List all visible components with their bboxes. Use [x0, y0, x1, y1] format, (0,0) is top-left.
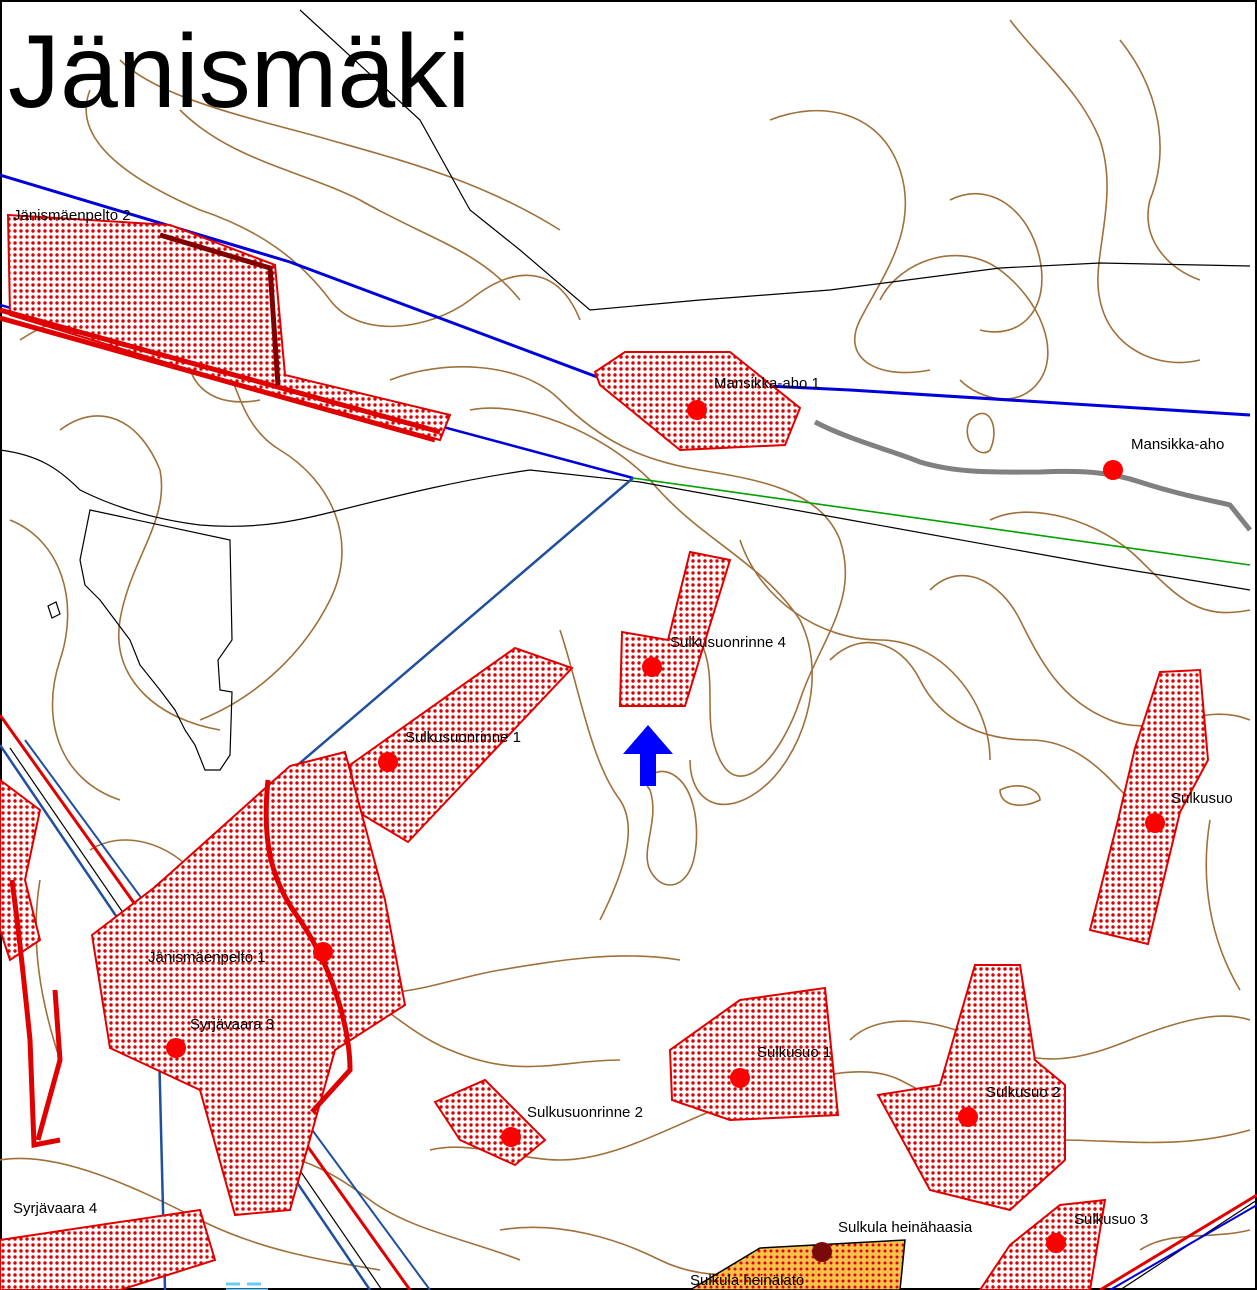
- haystack-point: [812, 1242, 832, 1262]
- site-label[interactable]: Sulkusuonrinne 2: [527, 1104, 643, 1121]
- site-label[interactable]: Jänismäenpelto 1: [148, 949, 266, 966]
- area-title: Jänismäki: [8, 14, 470, 130]
- site-label[interactable]: Sulkula heinälato: [690, 1272, 804, 1289]
- site-label[interactable]: Sulkusuonrinne 1: [405, 729, 521, 746]
- site-label[interactable]: Syrjävaara 3: [190, 1016, 274, 1033]
- north-arrow-icon: [623, 725, 673, 786]
- site-label[interactable]: Sulkusuo 2: [986, 1084, 1060, 1101]
- site-label[interactable]: Jänismäenpelto 2: [13, 207, 131, 224]
- property-boundaries: [0, 9, 1257, 1290]
- site-label[interactable]: Syrjävaara 4: [13, 1200, 97, 1217]
- green-line: [632, 477, 1251, 566]
- red-structures: [0, 307, 441, 1149]
- site-label[interactable]: Sulkula heinähaasia: [838, 1219, 973, 1236]
- site-label[interactable]: Sulkusuo: [1171, 790, 1233, 807]
- site-polygons: [0, 213, 1210, 1290]
- yellow-area: [688, 1239, 906, 1290]
- site-label[interactable]: Sulkusuo 1: [757, 1044, 831, 1061]
- site-points: [166, 400, 1165, 1253]
- site-label[interactable]: Mansikka-aho: [1131, 436, 1224, 453]
- water-marks: [226, 1282, 268, 1290]
- site-label[interactable]: Mansikka-aho 1: [714, 375, 820, 392]
- gray-road: [813, 419, 1252, 532]
- site-label[interactable]: Sulkusuo 3: [1074, 1211, 1148, 1228]
- site-label[interactable]: Sulkusuonrinne 4: [670, 634, 786, 651]
- dark-red-structure: [159, 232, 281, 386]
